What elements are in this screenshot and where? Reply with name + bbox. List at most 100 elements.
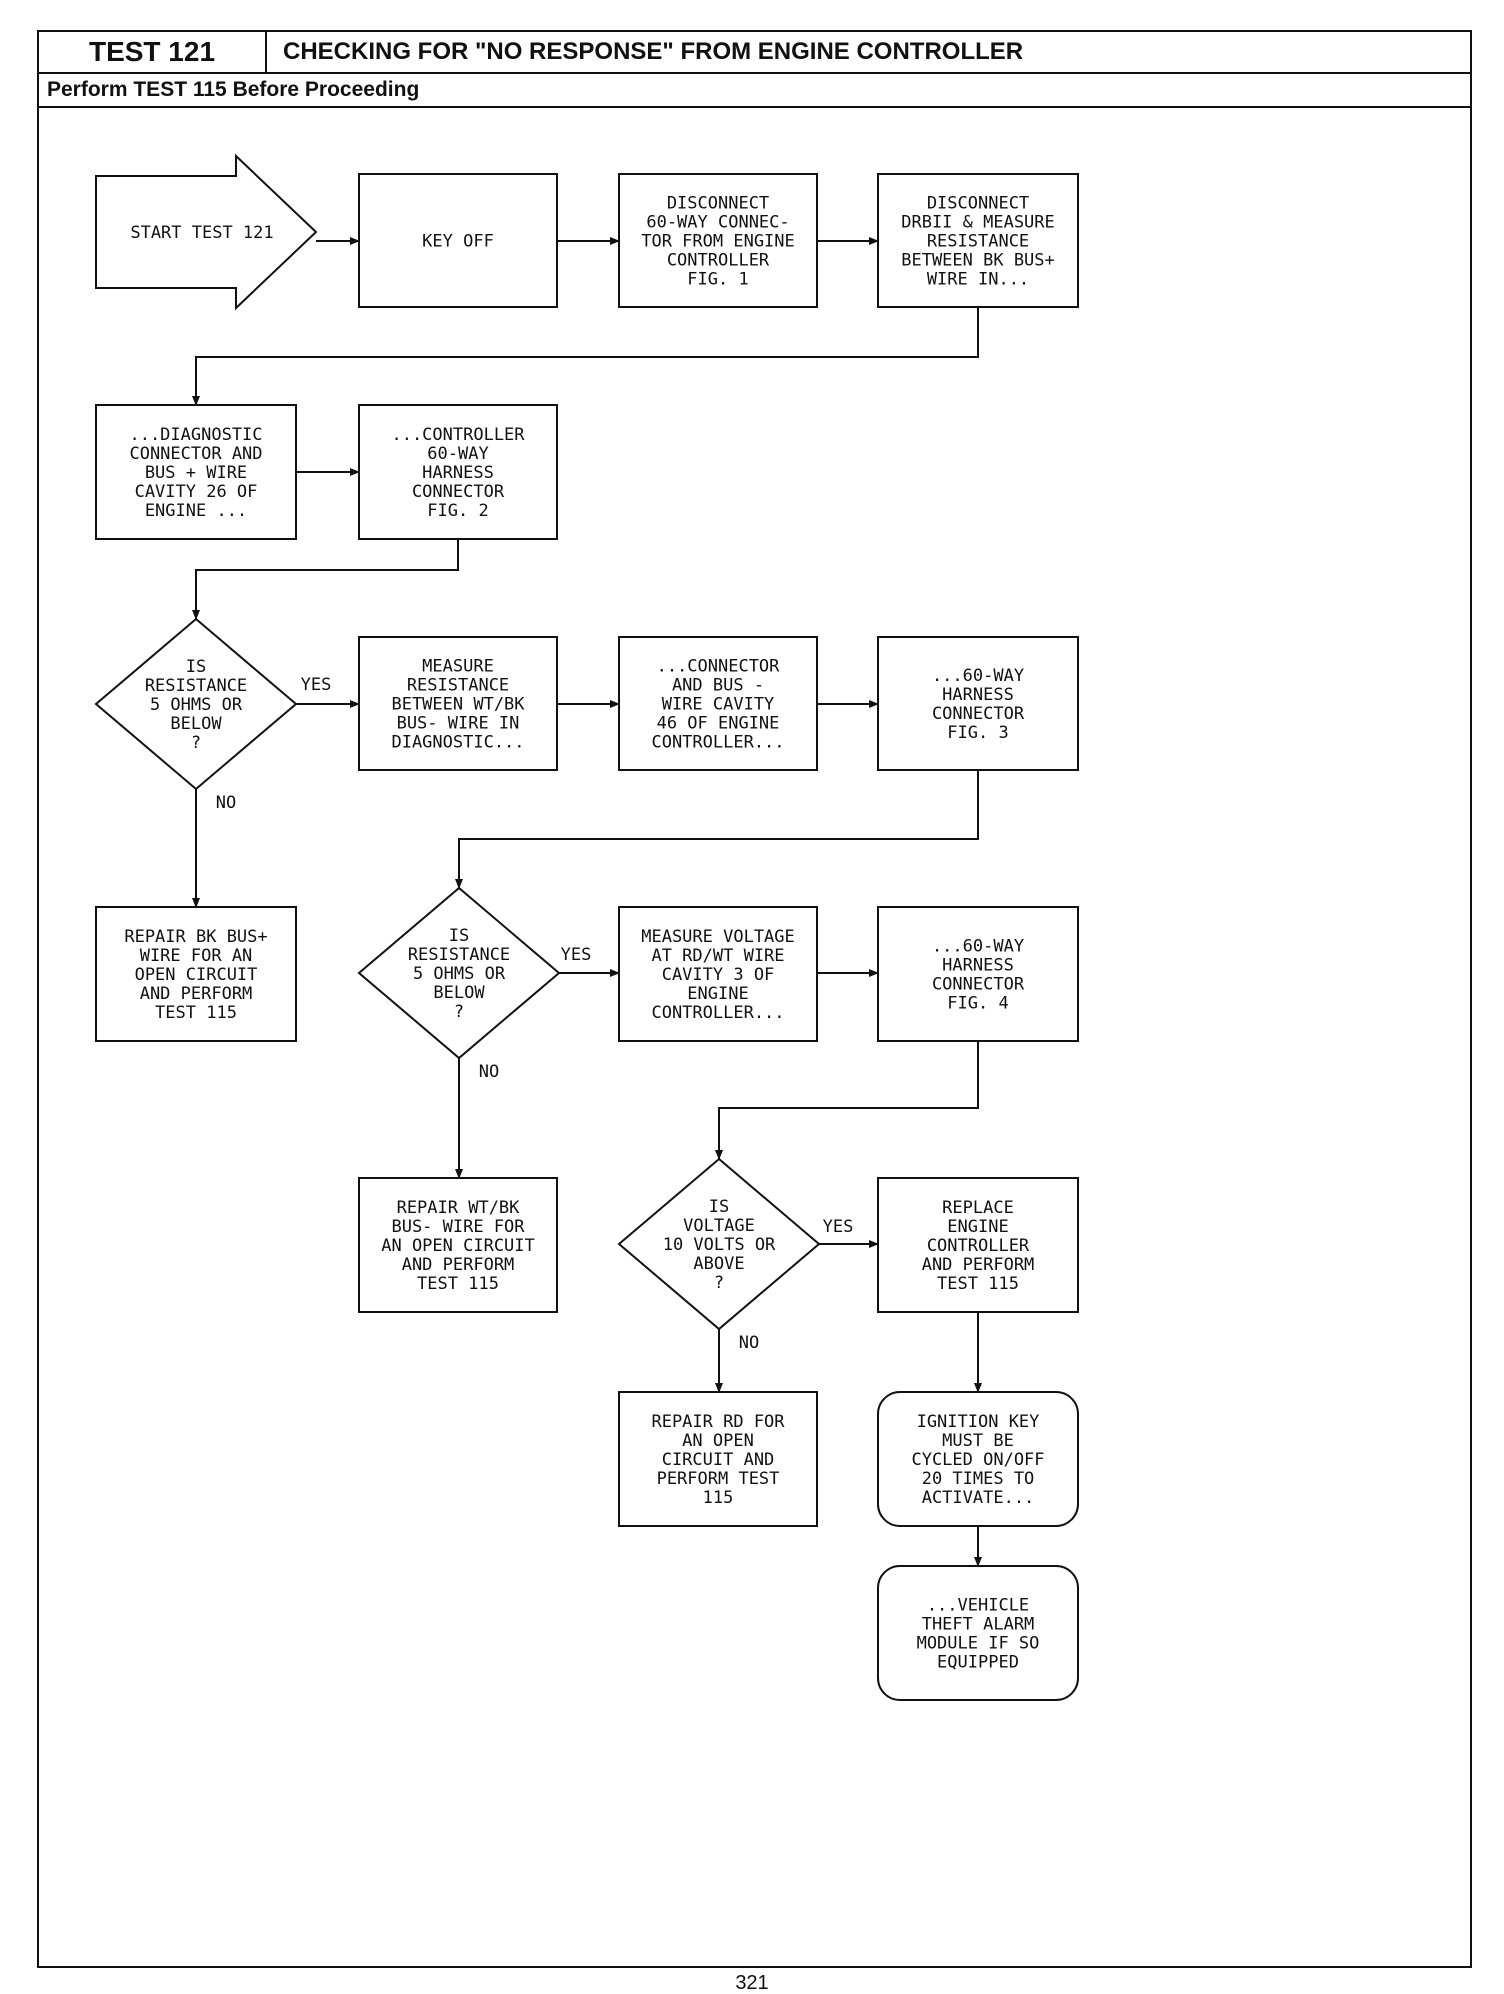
node-text-line: CIRCUIT AND (662, 1450, 775, 1470)
node-text-line: PERFORM TEST (657, 1469, 780, 1489)
node-text-line: ...CONTROLLER (391, 425, 525, 445)
process-box (95, 906, 297, 1042)
node-text-line: HARNESS (942, 956, 1014, 976)
node-text-line: BETWEEN BK BUS+ (901, 251, 1055, 271)
node-text-line: 46 OF ENGINE (657, 714, 780, 734)
no-label: NO (216, 793, 236, 813)
node-text-line: AN OPEN CIRCUIT (381, 1236, 535, 1256)
node-text-line: 5 OHMS OR (150, 695, 243, 715)
node-text-line: BELOW (433, 983, 485, 1003)
node-text-line: MEASURE VOLTAGE (641, 927, 795, 947)
node-text-line: CYCLED ON/OFF (911, 1450, 1044, 1470)
node-text-line: OPEN CIRCUIT (135, 965, 258, 985)
node-text-line: ? (454, 1002, 464, 1022)
decision-diamond (357, 886, 561, 1060)
node-text-line: 5 OHMS OR (413, 964, 506, 984)
decision-diamond (94, 617, 298, 791)
process-box (618, 636, 818, 771)
node-text-line: THEFT ALARM (922, 1615, 1035, 1635)
node-text-line: REPAIR WT/BK (397, 1198, 521, 1218)
node-text-line: ENGINE ... (145, 501, 247, 521)
node-text-line: MUST BE (942, 1431, 1014, 1451)
node-text-line: AND PERFORM (140, 984, 253, 1004)
node-text-line: CAVITY 3 OF (662, 965, 775, 985)
node-text-line: AN OPEN (682, 1431, 754, 1451)
connector-arrow (455, 770, 979, 889)
node-text-line: FIG. 2 (427, 501, 488, 521)
node-text-line: RESISTANCE (145, 676, 247, 696)
node-text-line: CONTROLLER (927, 1236, 1030, 1256)
process-box (358, 1177, 558, 1313)
node-text-line: AND PERFORM (922, 1255, 1035, 1275)
connector-arrow (715, 1041, 979, 1160)
node-text-line: IS (449, 926, 469, 946)
connector-arrow (192, 307, 979, 406)
node-text-line: FIG. 4 (947, 994, 1008, 1014)
process-box (358, 404, 558, 540)
start-arrow-shape (95, 153, 318, 311)
node-text-line: IS (186, 657, 206, 677)
node-text-line: BUS- WIRE FOR (391, 1217, 525, 1237)
node-start: START TEST 121 (95, 153, 318, 311)
node-controller-harness-1: ...CONTROLLER60-WAYHARNESSCONNECTORFIG. … (358, 404, 558, 540)
page-number: 321 (735, 1972, 769, 1994)
process-box (618, 906, 818, 1042)
flowchart-connectors (192, 237, 982, 1567)
node-text-line: KEY OFF (422, 232, 494, 252)
test-title: CHECKING FOR "NO RESPONSE" FROM ENGINE C… (267, 32, 1470, 74)
connector-arrow (192, 539, 459, 620)
node-text-line: AND BUS - (672, 676, 764, 696)
node-text-line: DISCONNECT (667, 194, 769, 214)
node-text-line: FIG. 3 (947, 723, 1008, 743)
node-text-line: 115 (703, 1488, 734, 1508)
node-text-line: 60-WAY (427, 444, 488, 464)
node-text-line: BETWEEN WT/BK (391, 695, 525, 715)
node-text-line: ...60-WAY (932, 937, 1024, 957)
node-text-line: CONNECTOR (932, 975, 1025, 995)
node-text-line: IGNITION KEY (917, 1412, 1040, 1432)
node-text-line: REPAIR RD FOR (651, 1412, 785, 1432)
node-text-line: REPAIR BK BUS+ (124, 927, 267, 947)
prerequisite-note: Perform TEST 115 Before Proceeding (39, 74, 1470, 108)
node-text-line: ...VEHICLE (927, 1596, 1029, 1616)
process-box (877, 173, 1079, 308)
node-text-line: ENGINE (947, 1217, 1008, 1237)
node-text-line: CONNECTOR AND (129, 444, 262, 464)
node-text-line: EQUIPPED (937, 1653, 1019, 1673)
node-text-line: START TEST 121 (130, 223, 273, 243)
node-text-line: CAVITY 26 OF (135, 482, 258, 502)
node-text-line: ENGINE (687, 984, 748, 1004)
node-text-line: TEST 115 (937, 1274, 1019, 1294)
node-text-line: VOLTAGE (683, 1216, 755, 1236)
node-text-line: CONTROLLER... (651, 733, 784, 753)
terminal-box (877, 1565, 1079, 1701)
no-label: NO (739, 1333, 759, 1353)
node-text-line: BUS + WIRE (145, 463, 247, 483)
process-box (618, 173, 818, 308)
node-text-line: 20 TIMES TO (922, 1469, 1035, 1489)
node-text-line: DIAGNOSTIC... (391, 733, 524, 753)
node-text-line: 60-WAY CONNEC- (646, 213, 789, 233)
process-box (95, 404, 297, 540)
node-text-line: BELOW (170, 714, 222, 734)
node-text-line: MEASURE (422, 657, 494, 677)
node-text-line: WIRE CAVITY (662, 695, 775, 715)
node-text-line: IS (709, 1197, 729, 1217)
test-frame: TEST 121 CHECKING FOR "NO RESPONSE" FROM… (37, 30, 1472, 1968)
node-text-line: TEST 115 (155, 1003, 237, 1023)
node-text-line: HARNESS (422, 463, 494, 483)
node-text-line: RESISTANCE (407, 676, 509, 696)
